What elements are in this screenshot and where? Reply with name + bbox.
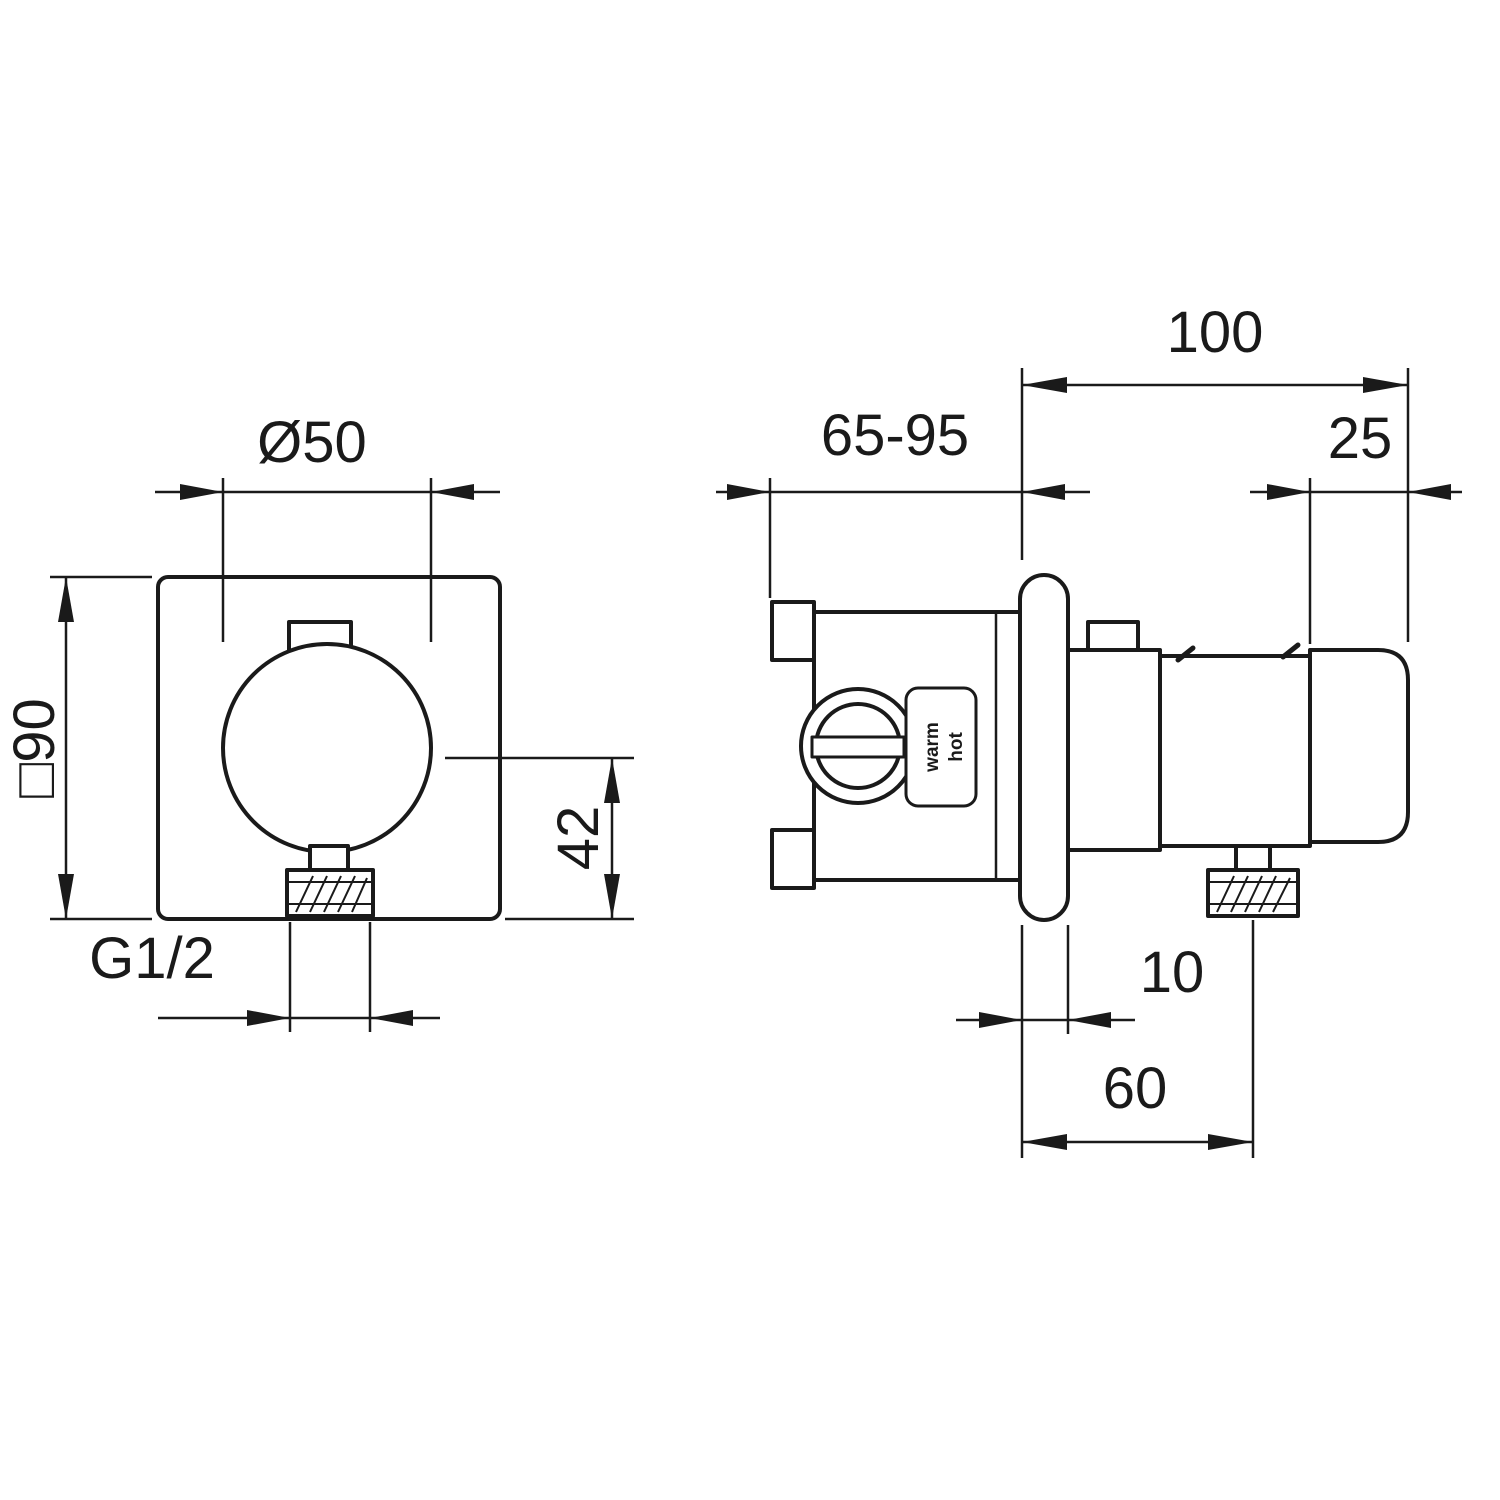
arrowhead: [1208, 1134, 1253, 1150]
handle-body: [1158, 654, 1312, 848]
dim-label-plate-thickness: 10: [1140, 940, 1205, 1005]
dim-label-plate-size: □90: [2, 698, 67, 798]
hot-label: hot: [946, 732, 967, 762]
valve-spindle: [799, 687, 917, 805]
mounting-tab-bottom: [770, 828, 816, 890]
side-view: warm hot 100: [716, 300, 1462, 1158]
dim-label-outlet-distance: 60: [1103, 1056, 1168, 1121]
outlet-connector: [285, 868, 375, 918]
arrowhead: [58, 577, 74, 622]
arrowhead: [1022, 1134, 1067, 1150]
end-knob: [1308, 648, 1410, 844]
dim-thread: G1/2: [89, 922, 440, 1032]
dim-installation-depth: 65-95: [716, 403, 1090, 598]
dim-label-knob-diameter: Ø50: [257, 410, 367, 475]
wall-plate: [1018, 573, 1070, 922]
thermostat-knob: [221, 642, 433, 854]
arrowhead: [1363, 377, 1408, 393]
outlet-connector-side: [1206, 868, 1300, 918]
cartridge-block: [1066, 648, 1162, 852]
dim-outlet-offset: 42: [445, 756, 634, 921]
index-mark: [1280, 642, 1301, 660]
dim-label-installation-depth: 65-95: [821, 403, 969, 468]
dim-label-outlet-offset: 42: [546, 806, 611, 871]
arrowhead: [727, 484, 770, 500]
arrowhead: [58, 874, 74, 919]
arrowhead: [247, 1010, 290, 1026]
arrowhead: [979, 1012, 1022, 1028]
dim-label-total-depth: 100: [1167, 300, 1264, 365]
arrowhead: [1068, 1012, 1111, 1028]
dim-total-depth: 100: [1020, 300, 1410, 642]
arrowhead: [604, 874, 620, 919]
arrowhead: [180, 484, 223, 500]
dim-plate-thickness: 10: [956, 925, 1204, 1158]
dim-knob-diameter: Ø50: [155, 410, 500, 642]
arrowhead: [1267, 484, 1310, 500]
mounting-tab-top: [770, 600, 816, 662]
index-mark: [1175, 645, 1196, 663]
dim-handle-depth: 25: [1250, 406, 1462, 644]
arrowhead: [431, 484, 474, 500]
arrowhead: [1022, 484, 1065, 500]
spindle-slot: [810, 735, 906, 759]
warm-label: warm: [922, 722, 943, 773]
arrowhead: [370, 1010, 413, 1026]
front-view: Ø50 □90 42 G1/2: [2, 410, 634, 1032]
dim-outlet-distance: 60: [1022, 920, 1255, 1158]
cartridge-top-tab: [1086, 620, 1140, 654]
warm-hot-label: warm hot: [904, 686, 978, 808]
dim-label-thread: G1/2: [89, 926, 215, 991]
arrowhead: [604, 758, 620, 803]
arrowhead: [1408, 484, 1451, 500]
dim-plate-size: □90: [2, 575, 152, 921]
dim-label-handle-depth: 25: [1328, 406, 1393, 471]
arrowhead: [1022, 377, 1067, 393]
